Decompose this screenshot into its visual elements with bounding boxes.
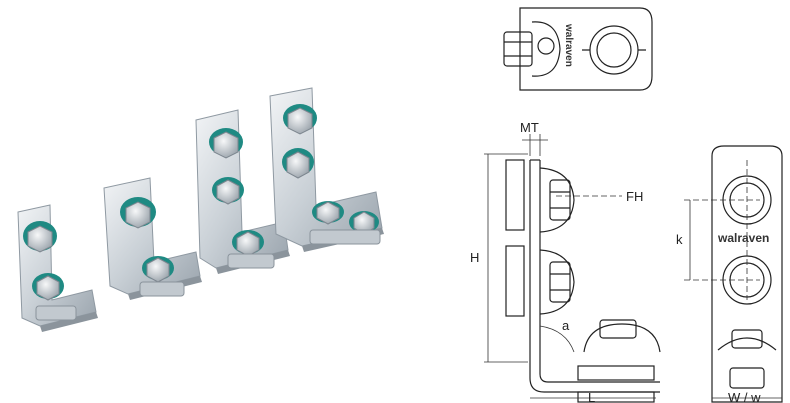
label-l: L xyxy=(588,390,595,403)
bracket-xlarge xyxy=(269,87,384,252)
label-a: a xyxy=(562,318,570,333)
label-w: W / w xyxy=(728,390,761,403)
top-view xyxy=(503,7,653,91)
label-k: k xyxy=(676,232,683,247)
label-mt: MT xyxy=(520,120,539,135)
bracket-medium xyxy=(103,177,202,300)
side-view xyxy=(505,159,661,403)
technical-drawing: MT FH H a k L W / w walraven walraven xyxy=(470,7,783,403)
product-photo xyxy=(17,87,384,332)
label-h: H xyxy=(470,250,479,265)
brand-logo-front: walraven xyxy=(717,231,769,245)
brand-logo-top: walraven xyxy=(563,23,574,67)
label-fh: FH xyxy=(626,189,643,204)
bracket-small xyxy=(17,204,98,332)
